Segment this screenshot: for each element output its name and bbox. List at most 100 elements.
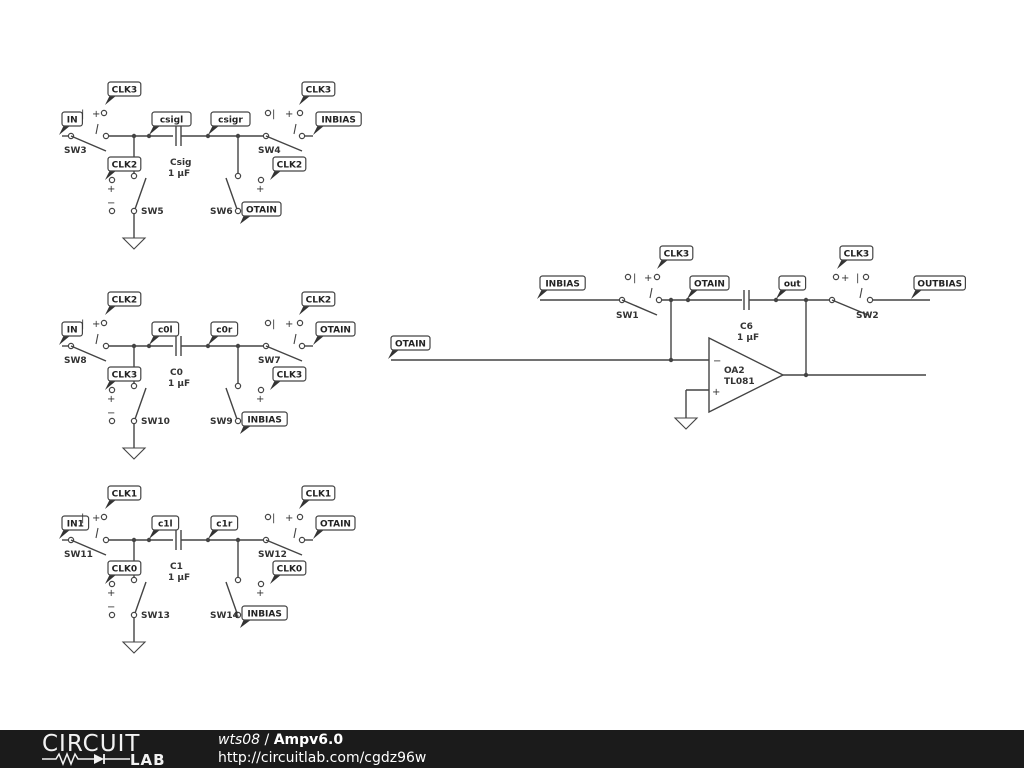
switch-contact bbox=[102, 132, 110, 140]
switch-blade bbox=[70, 345, 107, 362]
net-label-tail bbox=[59, 335, 71, 345]
net-label-text: csigr bbox=[218, 116, 243, 126]
node-label-left: c1l bbox=[149, 515, 180, 539]
junction-dot bbox=[803, 372, 809, 378]
bar-sign: | bbox=[81, 513, 84, 524]
switch-contact bbox=[234, 417, 242, 425]
net-label-tail bbox=[299, 305, 311, 315]
net-label-tail bbox=[687, 289, 699, 299]
net-label-tail bbox=[313, 529, 325, 539]
net-label-text: OTAIN bbox=[395, 340, 426, 350]
bar-sign: | bbox=[272, 513, 275, 524]
switch-arrow bbox=[859, 287, 863, 299]
net-label-text: IN1 bbox=[67, 520, 84, 530]
switch-contact bbox=[298, 536, 306, 544]
switch-contact bbox=[130, 382, 138, 390]
switch-arrow bbox=[95, 333, 99, 345]
switch-contact bbox=[130, 576, 138, 584]
switch-blade bbox=[70, 135, 107, 152]
switch-arrow bbox=[95, 527, 99, 539]
clock-label: CLK2 bbox=[299, 291, 336, 315]
net-label-text: INBIAS bbox=[247, 416, 282, 426]
opamp-triangle bbox=[708, 336, 785, 414]
switch-contact bbox=[108, 611, 116, 619]
net-label-text: CLK0 bbox=[112, 565, 138, 575]
switch-ref-sw2: SW2 bbox=[856, 311, 879, 321]
switch-contact bbox=[130, 417, 138, 425]
bar-sign: | bbox=[81, 109, 84, 120]
switch-contact bbox=[296, 319, 304, 327]
plus-sign: + bbox=[285, 109, 293, 120]
net-label-text: OTAIN bbox=[694, 280, 725, 290]
net-label-text: c0r bbox=[216, 326, 233, 336]
net-label-text: CLK2 bbox=[306, 296, 332, 306]
junction-dot bbox=[205, 343, 211, 349]
net-label-box bbox=[272, 560, 307, 576]
switch-contact bbox=[296, 109, 304, 117]
ground-symbol bbox=[121, 447, 147, 460]
switch-contact bbox=[102, 536, 110, 544]
bar-sign: | bbox=[633, 273, 636, 284]
switch-contact bbox=[832, 273, 840, 281]
net-label-text: CLK3 bbox=[306, 86, 332, 96]
input-label: IN1 bbox=[59, 515, 90, 539]
clock-label: CLK3 bbox=[837, 245, 874, 269]
net-label-tail bbox=[208, 125, 220, 135]
net-label-tail bbox=[149, 125, 161, 135]
switch-contact bbox=[257, 580, 265, 588]
switch-contact bbox=[264, 513, 272, 521]
plus-sign: + bbox=[256, 184, 264, 195]
net-label-box bbox=[107, 81, 142, 97]
minus-sign: − bbox=[107, 198, 115, 209]
net-label-text: csigl bbox=[160, 116, 183, 126]
clock-label: CLK3 bbox=[270, 366, 307, 390]
author-link[interactable]: wts08 bbox=[218, 732, 261, 748]
net-label-tail bbox=[657, 259, 669, 269]
net-label-box bbox=[315, 515, 356, 531]
capacitor-value: 1 µF bbox=[168, 379, 190, 389]
net-label-box bbox=[107, 366, 142, 382]
switch-blade bbox=[621, 299, 658, 316]
output-label: OTAIN bbox=[313, 515, 356, 539]
net-label-box bbox=[210, 515, 239, 531]
net-label-tail bbox=[313, 335, 325, 345]
output-label-bottom: OTAIN bbox=[240, 201, 282, 224]
net-label-text: OUTBIAS bbox=[917, 280, 962, 290]
plus-sign: + bbox=[285, 319, 293, 330]
switch-blade bbox=[225, 581, 239, 617]
circuitlab-logo[interactable]: CIRCUIT LAB bbox=[42, 732, 182, 768]
input-label: IN bbox=[59, 111, 83, 135]
minus-sign: − bbox=[107, 602, 115, 613]
plus-sign: + bbox=[92, 109, 100, 120]
net-label-box bbox=[839, 245, 874, 261]
switch-ref-ground-right: SW9 bbox=[210, 417, 233, 427]
net-label-box bbox=[539, 275, 586, 291]
junction-dot bbox=[146, 343, 152, 349]
switch-contact bbox=[100, 513, 108, 521]
net-label-tail bbox=[105, 380, 117, 390]
ground-symbol bbox=[121, 237, 147, 250]
node-label-right: c0r bbox=[208, 321, 239, 345]
ground-triangle bbox=[121, 237, 147, 250]
switch-blade bbox=[265, 539, 303, 556]
switch-blade bbox=[133, 581, 147, 617]
plus-sign: + bbox=[285, 513, 293, 524]
switch-blade bbox=[225, 387, 239, 423]
net-label-tail bbox=[299, 95, 311, 105]
net-label-tail bbox=[105, 95, 117, 105]
net-label-text: CLK3 bbox=[112, 371, 138, 381]
switch-contact bbox=[100, 319, 108, 327]
junction-dot bbox=[685, 297, 691, 303]
net-label-box bbox=[107, 291, 142, 307]
net-label-text: IN bbox=[67, 326, 78, 336]
net-label-tail bbox=[313, 125, 325, 135]
ground-triangle bbox=[121, 447, 147, 460]
switch-contact bbox=[234, 172, 242, 180]
footer-url[interactable]: http://circuitlab.com/cgdz96w bbox=[218, 750, 427, 766]
project-name: Ampv6.0 bbox=[273, 732, 344, 748]
net-label-box bbox=[659, 245, 694, 261]
net-label-box bbox=[241, 605, 288, 621]
switch-contact bbox=[257, 386, 265, 394]
